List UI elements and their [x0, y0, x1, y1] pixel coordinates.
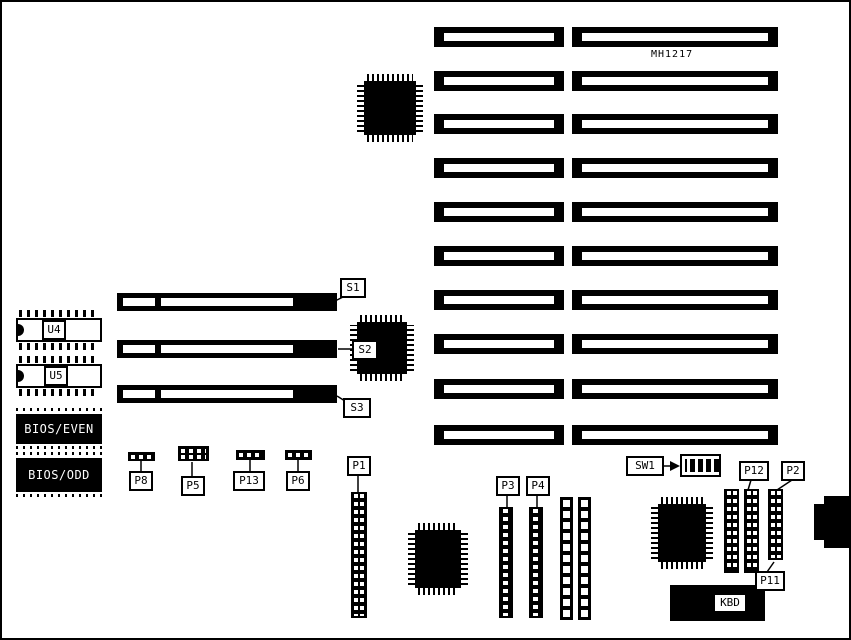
dip-switch-sw1: [680, 454, 721, 477]
ram-slot: [572, 379, 778, 399]
chip-notch: [18, 370, 24, 382]
ram-slot: [572, 71, 778, 91]
ram-slot: [572, 202, 778, 222]
board-part-number: MH1217: [651, 49, 694, 60]
ram-slot: [434, 114, 564, 134]
ram-slot: [572, 425, 778, 445]
ram-slot: [572, 114, 778, 134]
slot-s1: [117, 293, 337, 311]
slot-s2: [117, 340, 337, 358]
label-s3: S3: [343, 398, 371, 418]
ram-slot: [572, 27, 778, 47]
ram-slot: [572, 158, 778, 178]
slot-s3: [117, 385, 337, 403]
ram-slot: [434, 425, 564, 445]
edge-connector: [824, 496, 849, 548]
label-p5: P5: [181, 476, 205, 496]
label-u4: U4: [42, 320, 66, 340]
switch-segment: [705, 459, 711, 472]
label-p12: P12: [739, 461, 769, 481]
label-p1: P1: [347, 456, 371, 476]
ram-slot: [434, 290, 564, 310]
label-p11: P11: [755, 571, 785, 591]
label-p4: P4: [526, 476, 550, 496]
ram-slot: [572, 290, 778, 310]
ic-chip-top: [357, 74, 423, 142]
connector-p6: [285, 450, 312, 460]
ram-slot: [572, 334, 778, 354]
ram-slot: [434, 334, 564, 354]
label-p6: P6: [286, 471, 310, 491]
pin-header-p11: [744, 489, 759, 573]
ram-slot: [434, 202, 564, 222]
socket-pin-row: [16, 408, 102, 411]
ram-slot: [434, 246, 564, 266]
socket-pin-row: [16, 494, 102, 497]
label-p3: P3: [496, 476, 520, 496]
edge-connector: [814, 504, 824, 540]
socket-pin-row: [16, 446, 102, 449]
bios-even-chip: BIOS/EVEN: [16, 414, 102, 444]
ic-chip-bottom-right: [651, 497, 713, 569]
socket-pin-row: [16, 452, 102, 455]
label-s2: S2: [352, 340, 378, 360]
ram-slot: [434, 71, 564, 91]
label-kbd: KBD: [713, 593, 747, 613]
label-s1: S1: [340, 278, 366, 298]
bios-odd-chip: BIOS/ODD: [16, 458, 102, 492]
switch-segment: [685, 459, 687, 472]
connector-p1: [351, 492, 367, 618]
connector-p13: [236, 450, 265, 460]
switch-segment: [713, 459, 719, 472]
ram-slot: [434, 379, 564, 399]
connector-p5: [178, 446, 209, 461]
connector-p8: [128, 452, 155, 461]
pin-header-p12: [724, 489, 739, 573]
pin-header-p2: [768, 489, 783, 560]
label-p13: P13: [233, 471, 265, 491]
ic-chip-bottom-center: [408, 523, 468, 595]
label-p2: P2: [781, 461, 805, 481]
arrowhead: [670, 461, 680, 471]
ram-slot: [434, 27, 564, 47]
label-sw1: SW1: [626, 456, 664, 476]
socket-column: [578, 497, 591, 620]
connector-p3: [499, 507, 513, 618]
ram-slot: [572, 246, 778, 266]
chip-notch: [18, 324, 24, 336]
connector-p4: [529, 507, 543, 618]
switch-segment: [689, 459, 695, 472]
label-u5: U5: [44, 366, 68, 386]
label-p8: P8: [129, 471, 153, 491]
switch-segment: [697, 459, 703, 472]
socket-column: [560, 497, 573, 620]
ram-slot: [434, 158, 564, 178]
